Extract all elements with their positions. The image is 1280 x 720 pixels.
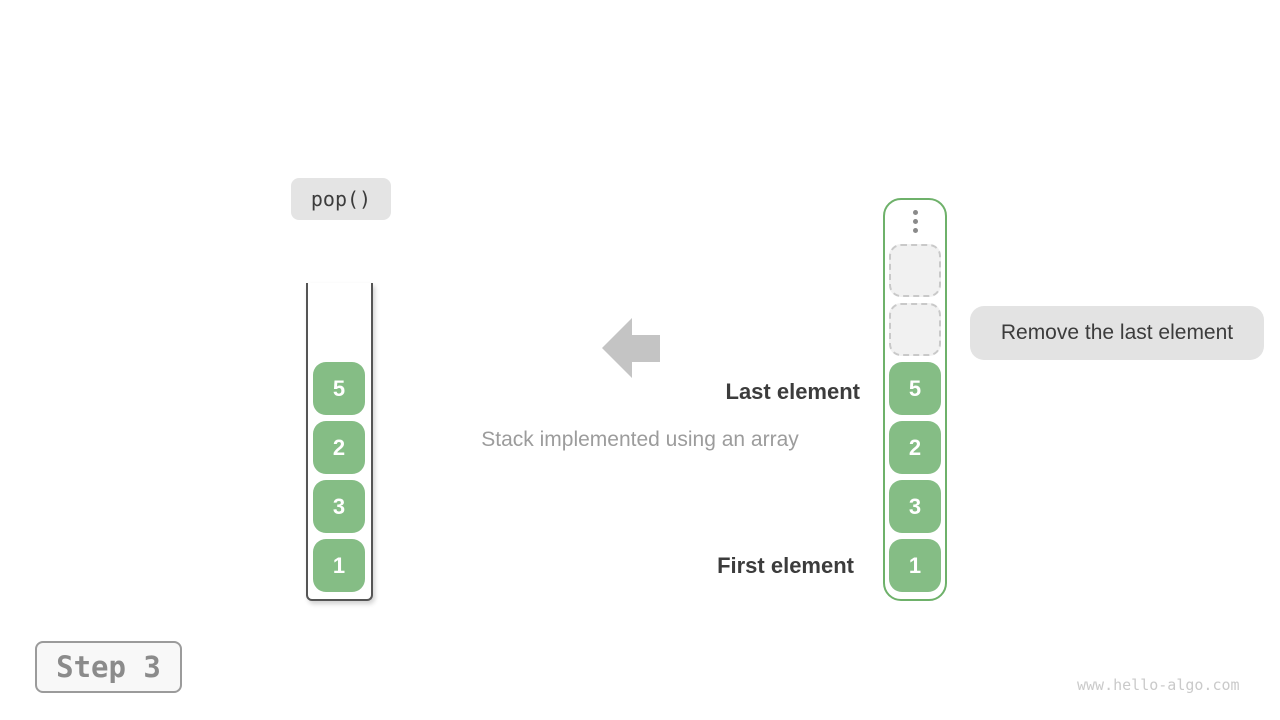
stack-cell: 2: [313, 421, 365, 474]
stack-cell: 5: [889, 362, 941, 415]
stack-cell: 2: [889, 421, 941, 474]
arrow-left-icon: [602, 318, 660, 378]
empty-array-slot: [889, 244, 941, 297]
stack-cell: 5: [313, 362, 365, 415]
diagram-caption: Stack implemented using an array: [481, 428, 799, 451]
ellipsis-vertical-icon: [905, 210, 925, 233]
first-element-label: First element: [717, 553, 854, 578]
step-badge: Step 3: [35, 641, 182, 693]
stack-cell: 1: [889, 539, 941, 592]
stack-cell: 3: [889, 480, 941, 533]
remove-annotation-label: Remove the last element: [970, 306, 1264, 360]
stack-cell: 3: [313, 480, 365, 533]
empty-array-slot: [889, 303, 941, 356]
watermark-text: www.hello-algo.com: [1077, 676, 1240, 694]
operation-label: pop(): [291, 178, 391, 220]
stack-cell: 1: [313, 539, 365, 592]
last-element-label: Last element: [725, 379, 861, 404]
